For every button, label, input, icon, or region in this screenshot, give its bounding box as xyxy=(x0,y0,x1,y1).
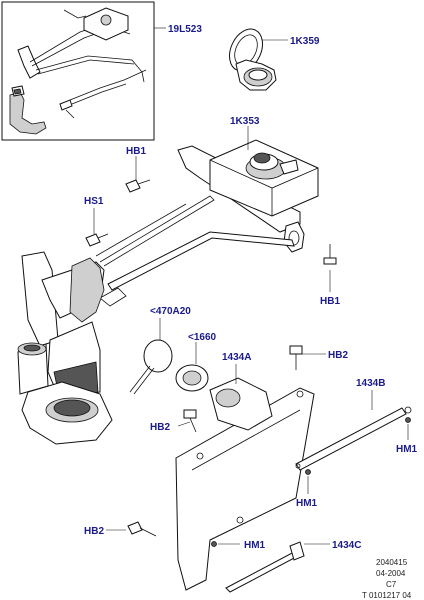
clip-HM1-mid xyxy=(305,469,311,475)
label-1434C: 1434C xyxy=(332,540,361,551)
flap-470A20 xyxy=(129,339,173,395)
label-HB1-top: HB1 xyxy=(126,146,146,157)
leader-lines xyxy=(93,27,409,545)
bracket-1434A xyxy=(175,377,315,591)
footer-date: 04-2004 xyxy=(376,569,406,578)
strap-1434B xyxy=(295,406,412,471)
strap-1434C xyxy=(225,541,305,593)
label-HB2-upper: HB2 xyxy=(328,350,348,361)
label-470A20: <470A20 xyxy=(150,306,191,317)
footer-rev: C7 xyxy=(386,580,397,589)
label-HS1: HS1 xyxy=(84,196,104,207)
footer-code: 2040415 xyxy=(376,558,408,567)
bolt-HB1-right xyxy=(323,244,337,265)
grommet-1660 xyxy=(175,364,209,392)
label-HB2-mid: HB2 xyxy=(150,422,170,433)
label-HB2-lower: HB2 xyxy=(84,526,104,537)
clip-HM1-right xyxy=(405,417,411,423)
label-HB1-right: HB1 xyxy=(320,296,340,307)
bolt-HB2-lower xyxy=(127,521,157,537)
filler-cap-1K359 xyxy=(229,28,277,91)
clip-HM1-low xyxy=(211,541,217,547)
filler-housing-1K353 xyxy=(177,139,319,253)
label-1434A: 1434A xyxy=(222,352,251,363)
label-HM1-low: HM1 xyxy=(244,540,266,551)
overview-inset xyxy=(1,1,155,141)
label-1K353: 1K353 xyxy=(230,116,260,127)
label-1434B: 1434B xyxy=(356,378,385,389)
footer-ref: T 0101217 04 xyxy=(362,591,412,600)
bolt-HB1-top xyxy=(125,179,151,193)
filler-neck-assembly xyxy=(17,251,113,445)
label-HM1-mid: HM1 xyxy=(296,498,318,509)
label-1K359: 1K359 xyxy=(290,36,320,47)
bolt-HB2-mid xyxy=(183,409,197,433)
actuator-rods xyxy=(95,195,295,307)
label-1660: <1660 xyxy=(188,332,217,343)
label-19L523: 19L523 xyxy=(168,24,202,35)
label-HM1-right: HM1 xyxy=(396,444,418,455)
bolt-HS1 xyxy=(85,233,109,247)
bolt-HB2-upper xyxy=(289,345,303,370)
